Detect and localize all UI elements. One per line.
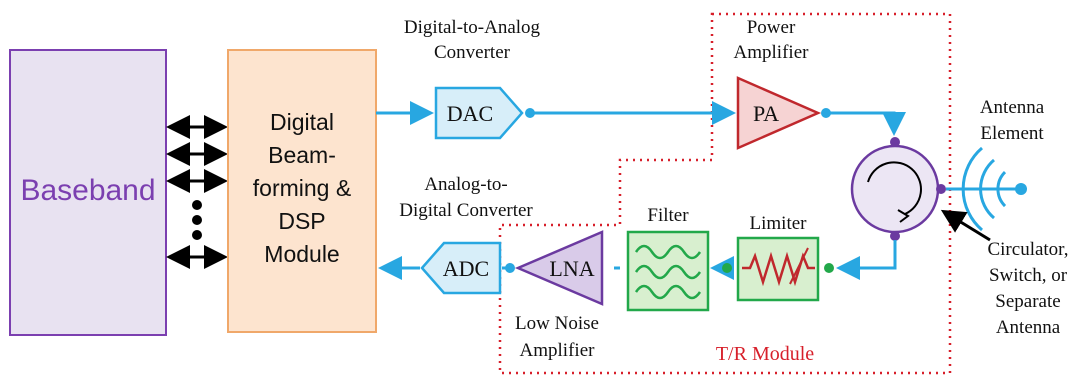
dsp-line-1: Digital (270, 109, 334, 135)
tr-module-boundary (498, 12, 952, 375)
dac-title-line-2: Converter (434, 42, 511, 63)
adc-title-line-2: Digital Converter (399, 200, 533, 221)
circulator-label-line-4: Antenna (996, 317, 1061, 338)
tr-module-label: T/R Module (716, 343, 814, 365)
dsp-module-label: Digital Beam- forming & DSP Module (253, 109, 351, 267)
circulator-port-bottom (890, 231, 900, 241)
lna-output-dot (505, 263, 515, 273)
dac-label: DAC (447, 101, 493, 126)
dsp-line-5: Module (264, 241, 339, 267)
pa-title-line-2: Amplifier (734, 42, 810, 63)
antenna-element[interactable] (946, 146, 1027, 232)
circulator[interactable] (850, 137, 946, 241)
dac-block[interactable]: DAC (434, 86, 524, 140)
adc-title-line-1: Analog-to- (424, 174, 507, 195)
bus-arrows (166, 115, 228, 269)
lna-title-line-1: Low Noise (515, 313, 599, 334)
baseband-block[interactable] (9, 49, 167, 336)
dsp-module-block[interactable] (227, 49, 377, 333)
pa-output-dot (821, 108, 831, 118)
limiter-input-dot (824, 263, 834, 273)
dsp-line-3: forming & (253, 175, 351, 201)
antenna-title-line-1: Antenna (980, 97, 1045, 118)
dac-title-line-1: Digital-to-Analog (404, 17, 541, 38)
pa-label: PA (753, 101, 779, 126)
circulator-pointer-arrow (940, 209, 991, 242)
lna-block[interactable]: LNA (514, 230, 604, 306)
adc-block[interactable]: ADC (420, 241, 502, 295)
limiter-block[interactable] (736, 236, 820, 302)
pa-title-line-1: Power (747, 17, 796, 38)
limiter-label: Limiter (750, 213, 808, 234)
circulator-label-line-2: Switch, or (989, 265, 1068, 286)
lna-title-line-2: Amplifier (520, 340, 596, 361)
baseband-label: Baseband (20, 174, 155, 207)
circulator-port-top (890, 137, 900, 147)
wire-circulator-to-limiter (836, 240, 897, 280)
wire-pa-to-circulator (826, 111, 906, 136)
dac-output-dot (525, 108, 535, 118)
circulator-label-line-3: Separate (995, 291, 1060, 312)
pa-block[interactable]: PA (736, 76, 822, 150)
lna-label: LNA (549, 256, 594, 281)
circulator-label-line-1: Circulator, (987, 239, 1068, 260)
filter-block[interactable] (626, 230, 710, 312)
ellipsis-dots (192, 200, 202, 240)
limiter-output-dot (722, 263, 732, 273)
filter-label: Filter (647, 205, 689, 226)
circulator-port-right (936, 184, 946, 194)
dsp-line-4: DSP (278, 208, 325, 234)
dsp-line-2: Beam- (268, 142, 336, 168)
antenna-title-line-2: Element (980, 123, 1044, 144)
adc-label: ADC (443, 256, 489, 281)
